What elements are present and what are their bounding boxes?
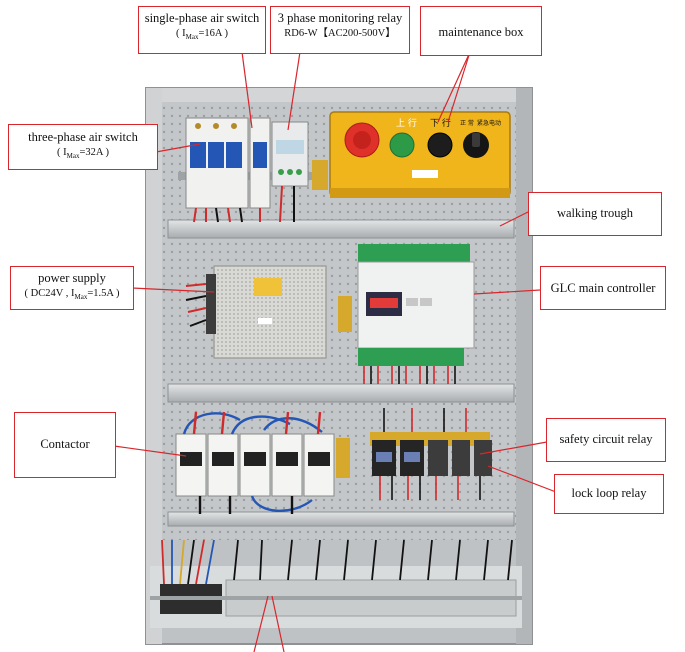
power-supply-unit xyxy=(206,265,327,359)
label-title: single-phase air switch xyxy=(144,11,260,25)
box-label-down: 下 行 xyxy=(430,117,451,129)
label-maintenance-box: maintenance box xyxy=(420,6,542,56)
label-title: Contactor xyxy=(40,437,90,451)
label-title: power supply xyxy=(38,271,106,285)
maintenance-box: 上 行 下 行 正 常 紧急电动 xyxy=(329,111,511,198)
monitoring-relay xyxy=(271,121,309,187)
box-label-up: 上 行 xyxy=(396,117,417,129)
terminal-block xyxy=(150,566,522,628)
label-spec: ( IMax=32A ) xyxy=(56,147,109,161)
label-glc-main-controller: GLC main controller xyxy=(540,266,666,310)
label-lock-loop-relay: lock loop relay xyxy=(554,474,664,514)
label-title: GLC main controller xyxy=(550,281,656,295)
box-label-normal: 正 常 xyxy=(460,119,474,127)
label-contactor: Contactor xyxy=(14,412,116,478)
label-monitoring-relay: 3 phase monitoring relay RD6-W【AC200-500… xyxy=(270,6,410,54)
label-power-supply: power supply ( DC24V , IMax=1.5A ) xyxy=(10,266,134,310)
label-title: 3 phase monitoring relay xyxy=(277,11,403,25)
label-single-phase-air-switch: single-phase air switch ( IMax=16A ) xyxy=(138,6,266,54)
glc-main-controller xyxy=(357,244,475,366)
walking-trough-1 xyxy=(167,219,515,239)
label-title: safety circuit relay xyxy=(559,432,653,446)
label-safety-circuit-relay: safety circuit relay xyxy=(546,418,666,462)
label-title: three-phase air switch xyxy=(28,130,138,144)
label-spec: ( DC24V , IMax=1.5A ) xyxy=(24,288,120,302)
up-button-icon xyxy=(389,132,415,158)
box-label-emergency: 紧急电动 xyxy=(477,119,501,127)
contactor-group xyxy=(175,433,350,497)
label-spec: ( IMax=16A ) xyxy=(175,28,228,42)
three-phase-air-switch xyxy=(185,117,249,209)
label-title: maintenance box xyxy=(438,25,524,39)
down-button-icon xyxy=(427,132,453,158)
label-spec: RD6-W【AC200-500V】 xyxy=(284,28,396,39)
label-title: walking trough xyxy=(556,206,634,220)
single-phase-air-switch xyxy=(249,117,271,209)
label-walking-trough: walking trough xyxy=(528,192,662,236)
walking-trough-2 xyxy=(167,383,515,403)
label-title: lock loop relay xyxy=(571,486,647,500)
relay-group xyxy=(370,432,492,476)
label-three-phase-air-switch: three-phase air switch ( IMax=32A ) xyxy=(8,124,158,170)
